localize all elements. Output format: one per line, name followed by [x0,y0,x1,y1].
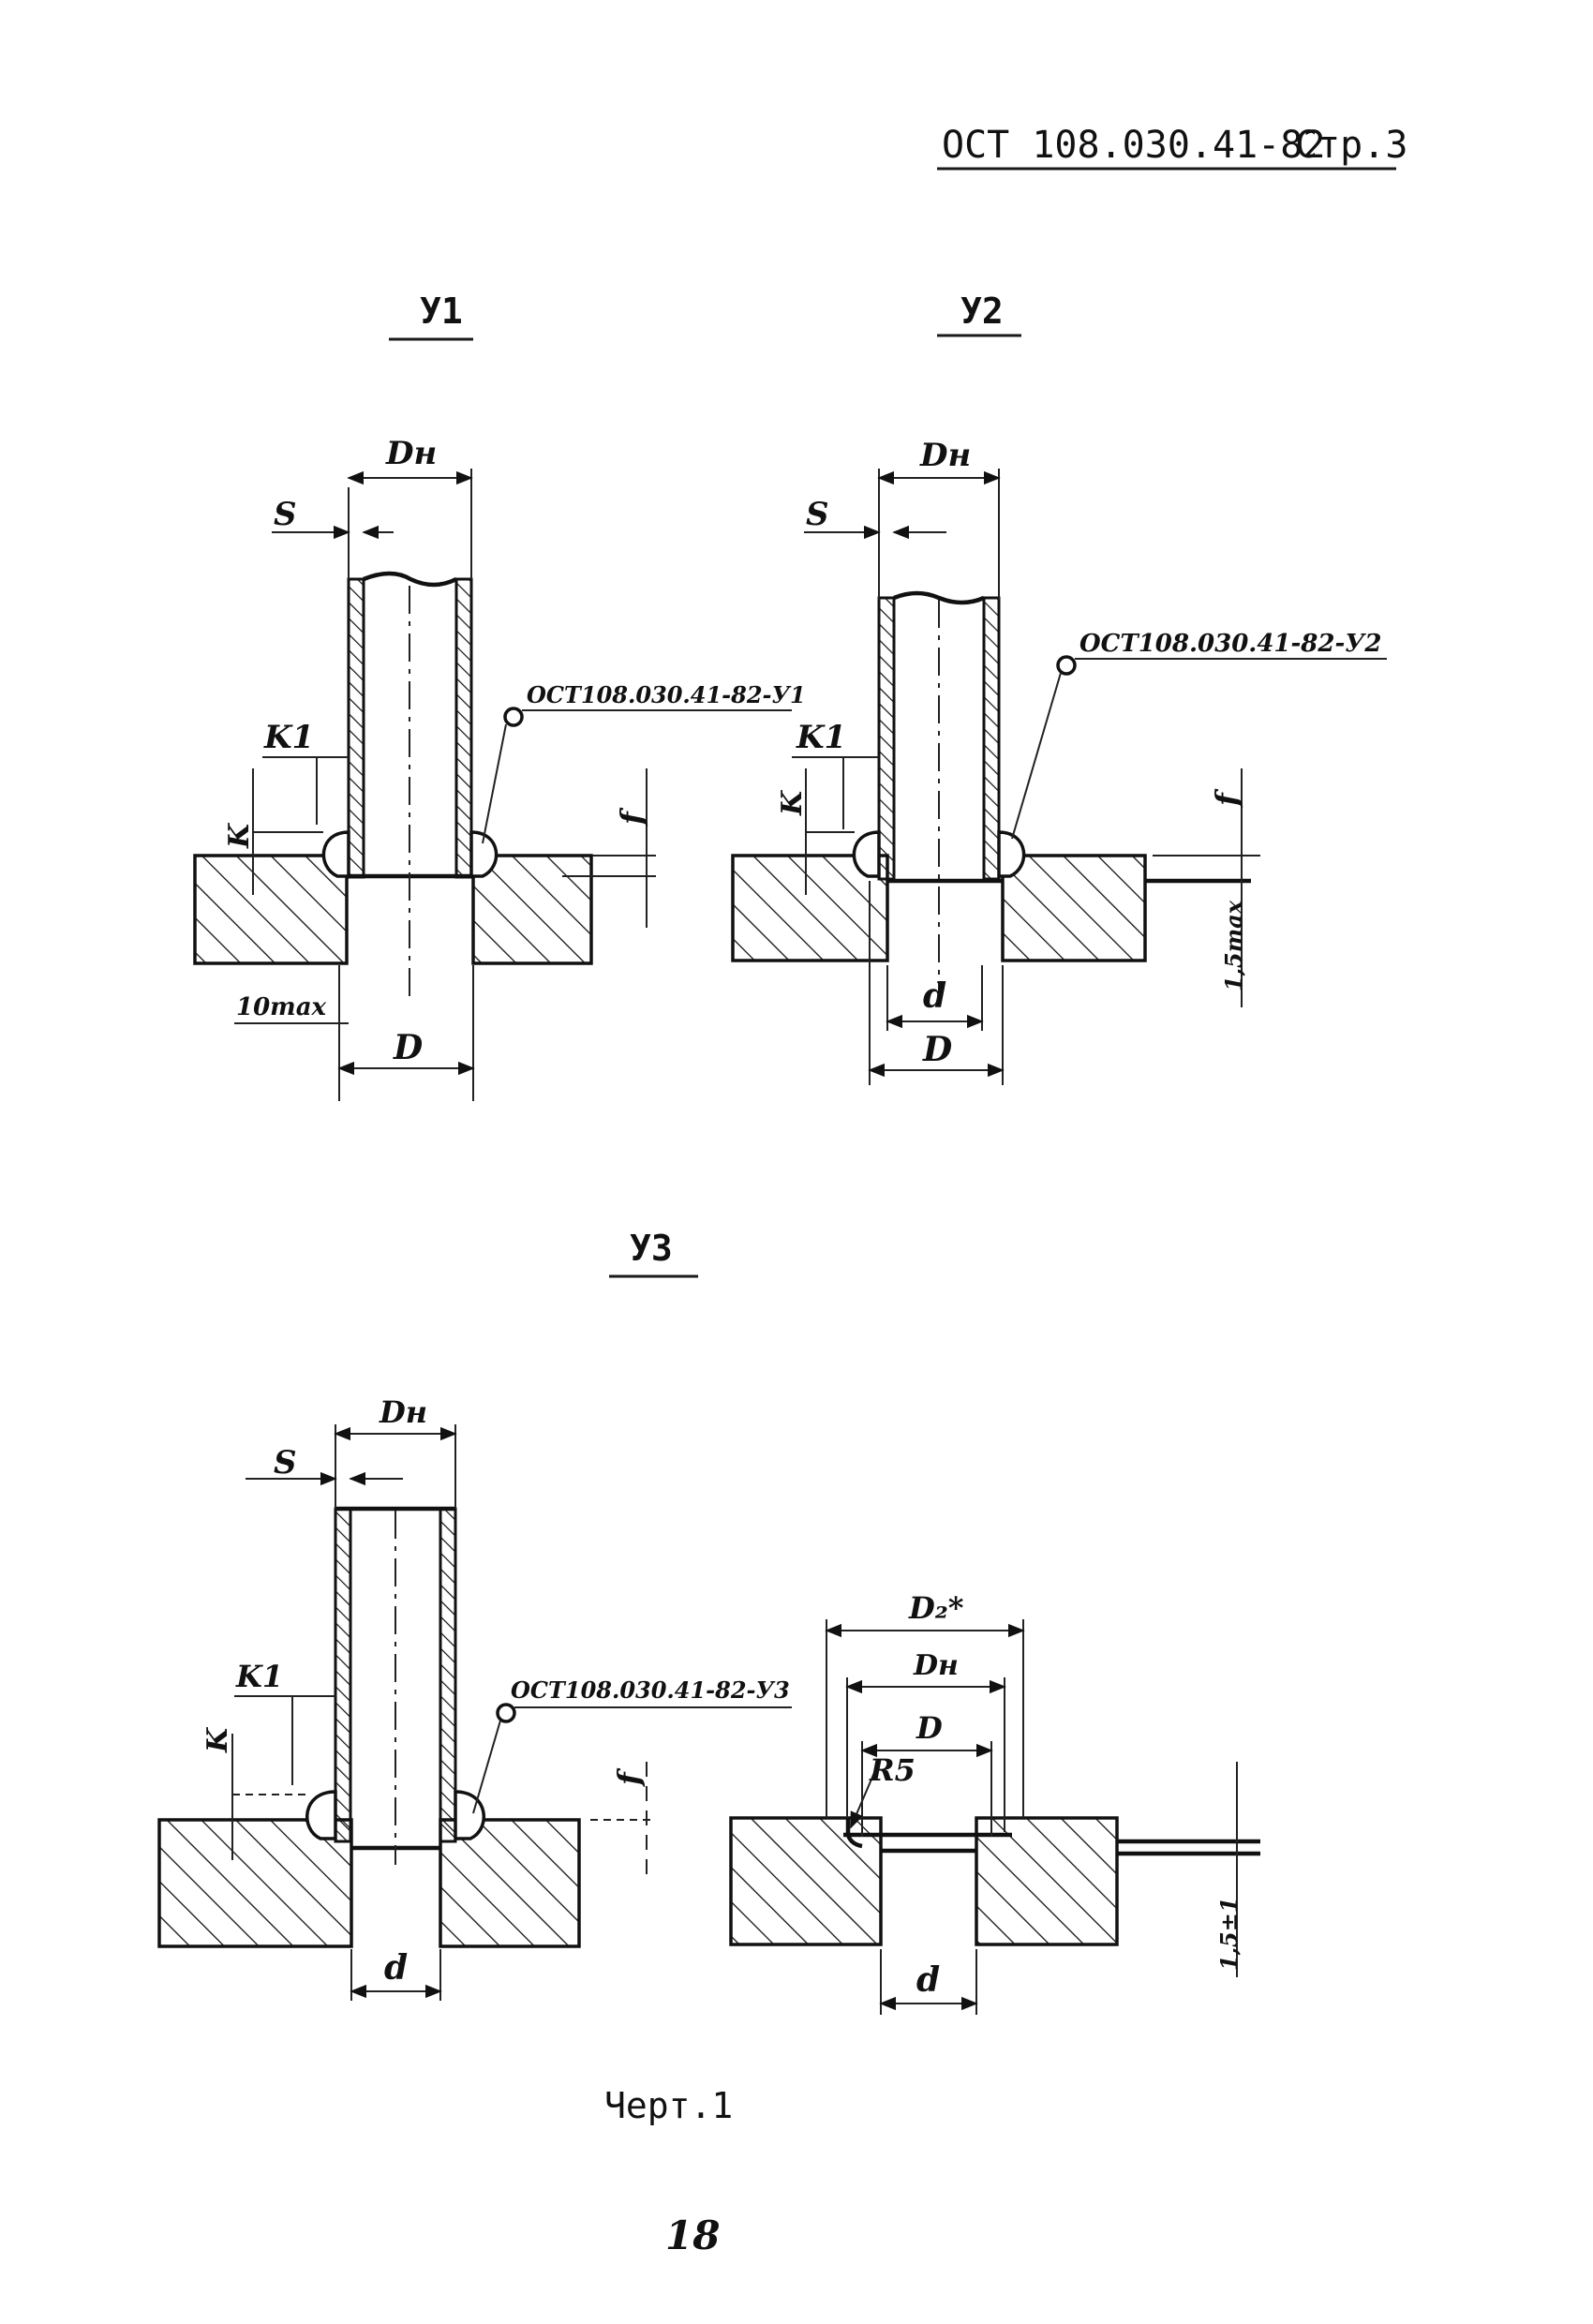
r5-label: R5 [869,1752,916,1788]
dn-label: Dн [385,435,437,472]
view-u3: У3 Dн S K1 K f d ОСТ108.030. [157,1228,792,2001]
tube-wall-right [439,1507,457,1843]
gap-label: 10max [236,993,327,1021]
f-label: f [614,807,649,827]
plate-left [157,1818,353,1948]
tube-wall-right [454,577,473,879]
ref-leader [482,723,507,844]
page-number: 18 [665,2212,720,2258]
dn-label: Dн [913,1649,959,1682]
ref-circle [503,707,524,727]
ref-circle [496,1703,516,1723]
tube-wall-right [982,596,1001,881]
weld-left [852,830,881,878]
r5-fillet [845,1818,863,1849]
ref-label: ОСТ108.030.41-82-У1 [527,681,806,708]
view-u1: У1 Dн S K1 K f [193,290,806,1101]
tube-wall-left [877,596,896,881]
plate-left [729,1816,883,1946]
k-label: K [201,1726,234,1753]
weld-left [305,1790,337,1840]
tube-break-line [363,571,458,588]
view-u2: У2 Dн S K1 K f 1,5max d [731,290,1387,1085]
tol-label: 1,5±1 [1215,1897,1243,1971]
s-label: S [274,496,297,533]
d2-label: D₂* [908,1590,964,1626]
d-small-label: d [923,976,946,1016]
k-label: K [776,789,809,816]
k-label: K [223,822,256,849]
tube-wall-left [334,1507,352,1843]
ref-leader [1011,672,1062,840]
plate-right [1001,854,1147,962]
plate-left [193,854,349,965]
figure-caption: Черт.1 [604,2085,733,2126]
k1-label: K1 [796,719,846,756]
plate-right [975,1816,1119,1946]
tube-wall-left [347,577,365,879]
ref-label: ОСТ108.030.41-82-У2 [1079,630,1381,658]
tube-break-line [893,590,985,605]
ref-leader [472,1720,501,1814]
d-label: D [393,1028,423,1067]
page-label: Стр.3 [1295,124,1407,167]
weld-right [454,1790,485,1840]
d-label: D [922,1030,952,1069]
view-u2-title: У2 [960,290,1004,332]
plate-right [439,1818,581,1948]
d-small-label: d [384,1948,408,1988]
view-u1-title: У1 [420,290,463,332]
ref-label: ОСТ108.030.41-82-У3 [511,1676,790,1704]
s-label: S [274,1444,297,1482]
plate-right [471,854,593,965]
view-u3-machined: D₂* Dн D R5 1,5±1 d [729,1590,1260,2015]
k1-label: K1 [235,1659,283,1694]
r5-leader [850,1761,880,1829]
dn-label: Dн [379,1394,427,1430]
k1-label: K1 [263,719,314,756]
view-u3-title: У3 [630,1228,673,1269]
dn-label: Dн [919,437,971,474]
weld-right [997,830,1026,878]
f-label: f [1209,788,1244,808]
standard-code: ОСТ 108.030.41-82 [942,124,1325,167]
ref-circle [1056,655,1077,676]
d-label: D [916,1710,943,1746]
d-small-label: d [916,1960,940,2000]
tol-label: 1,5max [1220,900,1247,991]
weld-left [321,830,350,878]
s-label: S [806,496,829,533]
weld-right [469,830,499,878]
f-label: f [611,1767,647,1787]
